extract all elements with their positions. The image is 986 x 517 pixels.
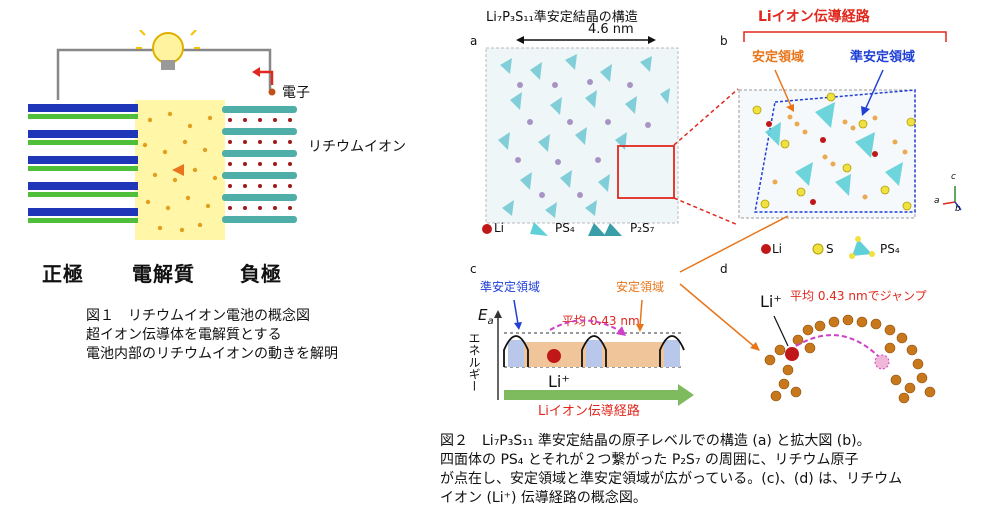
legend-a-p2s7: P₂S₇ bbox=[630, 221, 655, 235]
axis-c-label: c bbox=[951, 172, 956, 182]
positive-electrode-label: 正極 bbox=[42, 262, 84, 286]
panel-label-c: c bbox=[470, 262, 477, 276]
electron-label: 電子 bbox=[282, 85, 310, 101]
zoom-connector bbox=[673, 88, 739, 226]
panel-label-a: a bbox=[470, 34, 478, 48]
legend-b bbox=[761, 236, 875, 259]
path-title: Liイオン伝導経路 bbox=[758, 9, 870, 25]
ea-subscript: a bbox=[487, 316, 494, 327]
li-ion-end bbox=[874, 354, 890, 370]
d-li-label: Li⁺ bbox=[760, 292, 782, 311]
energy-axis-label: エネルギー bbox=[467, 332, 481, 392]
c-stable-label: 安定領域 bbox=[616, 280, 665, 294]
electron-arrow bbox=[258, 70, 274, 85]
d-jump-label: 平均 0.43 nmでジャンプ bbox=[790, 289, 927, 303]
li-legend-icon bbox=[482, 224, 492, 234]
metastable-well bbox=[508, 340, 524, 367]
jump-path bbox=[795, 334, 879, 357]
panel-label-d: d bbox=[720, 262, 728, 276]
panel-c-energy-diagram bbox=[494, 299, 694, 406]
pathway-atoms bbox=[764, 314, 936, 404]
figure-2-title: Li₇P₃S₁₁準安定結晶の構造 bbox=[486, 10, 638, 25]
scale-label: 4.6 nm bbox=[588, 22, 634, 37]
caption-line: 図２ Li₇P₃S₁₁ 準安定結晶の原子レベルでの構造 (a) と拡大図 (b)… bbox=[440, 433, 871, 449]
legend-a-ps4: PS₄ bbox=[555, 221, 575, 235]
metastable-region-label: 準安定領域 bbox=[850, 50, 916, 65]
s-legend-icon bbox=[812, 243, 824, 255]
li-ion-ball bbox=[547, 349, 561, 363]
c-metastable-label: 準安定領域 bbox=[480, 280, 541, 294]
lattice-bonds bbox=[515, 79, 651, 198]
legend-a-li: Li bbox=[494, 221, 505, 235]
ps4-legend-icon bbox=[852, 239, 872, 256]
path-bracket bbox=[743, 31, 947, 42]
p2s7-legend-icon bbox=[588, 223, 606, 236]
caption-line: が点在し、安定領域と準安定領域が広がっている。(c)、(d) は、リチウム bbox=[440, 471, 903, 487]
electrolyte-ions bbox=[142, 111, 218, 233]
legend-a bbox=[482, 222, 622, 236]
panel-d-pathway bbox=[764, 314, 936, 404]
energy-profile bbox=[503, 335, 685, 367]
ea-symbol: E bbox=[478, 306, 488, 324]
battery-illustration bbox=[28, 30, 297, 240]
stable-region-atoms bbox=[772, 114, 908, 200]
axis-triad bbox=[942, 186, 962, 211]
figure-1-caption: 図１ リチウムイオン電池の概念図 超イオン伝導体を電解質とする 電池内部のリチウ… bbox=[86, 307, 338, 364]
lithium-ion-label: リチウムイオン bbox=[308, 139, 406, 155]
stable-region-label: 安定領域 bbox=[752, 50, 805, 65]
zoomed-ps4 bbox=[765, 102, 903, 196]
lithium-ions bbox=[228, 118, 292, 210]
legend-b-ps4: PS₄ bbox=[880, 242, 900, 256]
axis-b-label: b bbox=[955, 204, 961, 214]
positive-electrode bbox=[28, 104, 138, 223]
ion-direction-arrow bbox=[172, 164, 184, 176]
electrolyte-label: 電解質 bbox=[132, 262, 195, 286]
metastable-outline bbox=[754, 89, 916, 213]
caption-line: 超イオン伝導体を電解質とする bbox=[86, 327, 282, 343]
li-legend-icon bbox=[761, 244, 771, 254]
negative-electrode-label: 負極 bbox=[240, 262, 282, 286]
panel-connector bbox=[679, 215, 789, 351]
c-li-label: Li⁺ bbox=[548, 372, 570, 391]
zoom-region bbox=[617, 145, 675, 199]
caption-line: 電池内部のリチウムイオンの動きを解明 bbox=[86, 346, 338, 362]
ps4-tetrahedra bbox=[498, 54, 670, 218]
legend-b-li: Li bbox=[772, 242, 783, 256]
caption-line: 四面体の PS₄ とそれが２つ繋がった P₂S₇ の周囲に、リチウム原子 bbox=[440, 452, 859, 468]
panel-label-b: b bbox=[720, 34, 728, 48]
caption-line: 図１ リチウムイオン電池の概念図 bbox=[86, 308, 310, 324]
ps4-legend-icon bbox=[530, 222, 548, 236]
caption-line: イオン (Li⁺) 伝導経路の概念図。 bbox=[440, 490, 647, 506]
panel-a-structure bbox=[485, 36, 679, 224]
legend-b-s: S bbox=[826, 242, 834, 256]
li-atoms bbox=[766, 121, 878, 205]
activation-energy-label: Ea bbox=[478, 306, 494, 327]
negative-electrode bbox=[222, 106, 297, 223]
panel-b-structure bbox=[738, 69, 962, 219]
figure-2-caption: 図２ Li₇P₃S₁₁ 準安定結晶の原子レベルでの構造 (a) と拡大図 (b)… bbox=[440, 432, 902, 508]
panel-b-bracket bbox=[743, 31, 947, 42]
jump-path bbox=[549, 319, 623, 333]
c-average-label: 平均 0.43 nm bbox=[562, 314, 640, 328]
c-path-label: Liイオン伝導経路 bbox=[538, 404, 640, 419]
axis-a-label: a bbox=[934, 196, 940, 206]
electron-dot bbox=[268, 88, 276, 96]
conduction-arrow bbox=[504, 390, 678, 400]
li-ion-start bbox=[785, 347, 799, 361]
light-bulb-icon bbox=[136, 30, 200, 70]
sulfur-atoms bbox=[752, 92, 916, 211]
